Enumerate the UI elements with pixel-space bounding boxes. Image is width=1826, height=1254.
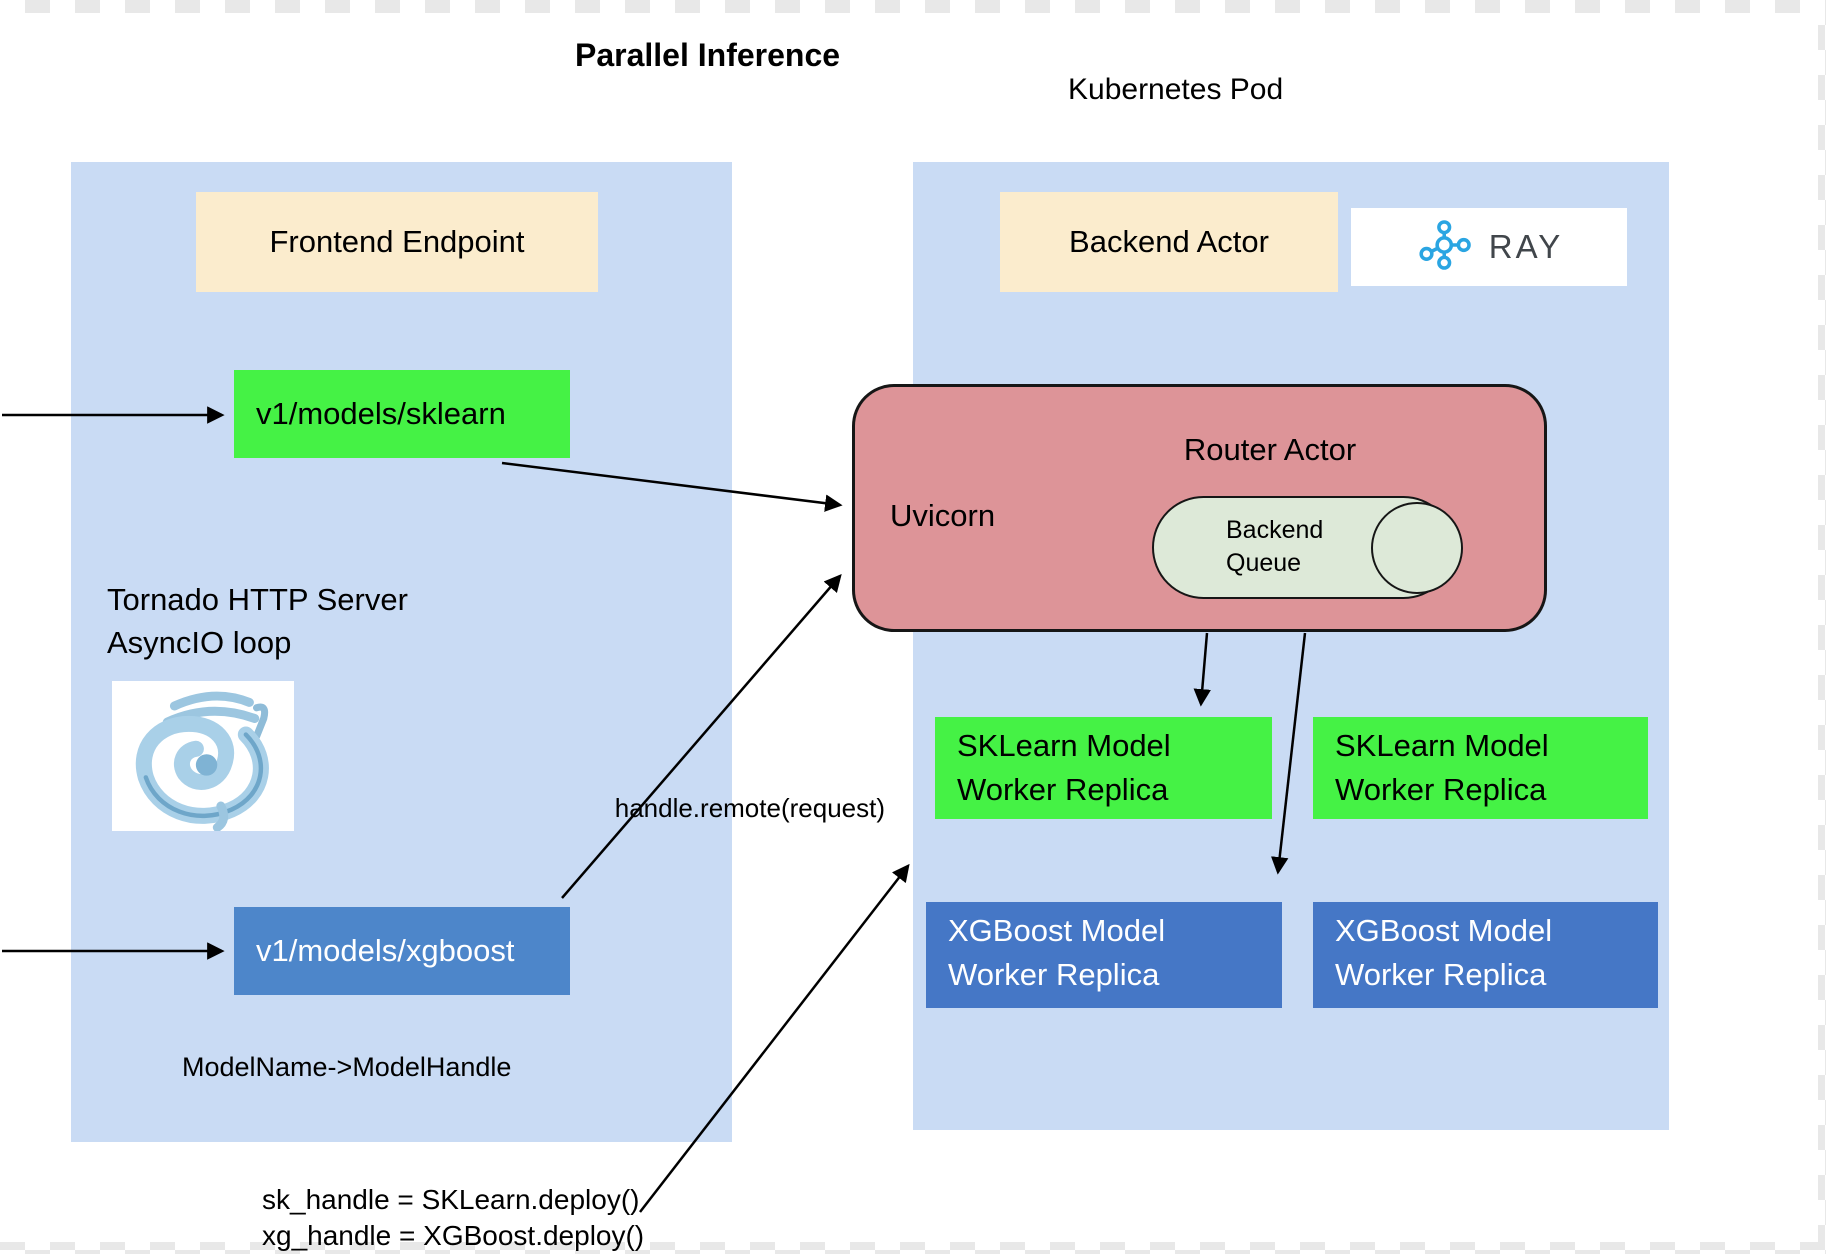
deploy-code-line2: xg_handle = XGBoost.deploy() — [262, 1220, 645, 1251]
sklearn-route-box: v1/models/sklearn — [234, 370, 570, 458]
tornado-server-line2: AsyncIO loop — [107, 625, 292, 660]
worker-line: Worker Replica — [957, 772, 1169, 807]
backend-queue-head-circle — [1371, 502, 1463, 594]
worker-line: Worker Replica — [1335, 772, 1547, 807]
uvicorn-label: Uvicorn — [890, 498, 996, 533]
backend-queue-line2: Queue — [1226, 549, 1302, 577]
ray-icon — [1415, 218, 1477, 277]
worker-line: SKLearn Model — [957, 728, 1171, 763]
worker-line: SKLearn Model — [1335, 728, 1549, 763]
backend-queue-label: Backend Queue — [1226, 514, 1323, 580]
xgboost-route-box: v1/models/xgboost — [234, 907, 570, 995]
diagram-title: Parallel Inference — [575, 37, 841, 73]
ray-logo-box: RAY — [1351, 208, 1627, 286]
worker-line: Worker Replica — [1335, 957, 1547, 992]
backend-queue-line1: Backend — [1226, 516, 1324, 544]
router-actor-title: Router Actor — [1183, 432, 1357, 467]
worker-line: XGBoost Model — [1335, 913, 1553, 948]
sklearn-worker-2: SKLearn Model Worker Replica — [1313, 717, 1648, 819]
tornado-icon — [112, 681, 294, 832]
deploy-code-label: sk_handle = SKLearn.deploy() xg_handle =… — [262, 1182, 644, 1254]
handle-remote-label: handle.remote(request) — [614, 793, 885, 823]
backend-actor-box: Backend Actor — [1000, 192, 1338, 292]
xgboost-worker-1: XGBoost Model Worker Replica — [926, 902, 1282, 1008]
kubernetes-pod-label: Kubernetes Pod — [1068, 73, 1284, 106]
worker-line: XGBoost Model — [948, 913, 1166, 948]
xgboost-worker-2: XGBoost Model Worker Replica — [1313, 902, 1658, 1008]
sklearn-worker-1: SKLearn Model Worker Replica — [935, 717, 1272, 819]
model-map-label: ModelName->ModelHandle — [182, 1052, 512, 1082]
tornado-server-line1: Tornado HTTP Server — [107, 582, 408, 617]
worker-line: Worker Replica — [948, 957, 1160, 992]
deploy-code-line1: sk_handle = SKLearn.deploy() — [262, 1184, 640, 1215]
tornado-server-label: Tornado HTTP Server AsyncIO loop — [107, 578, 408, 664]
frontend-endpoint-box: Frontend Endpoint — [196, 192, 598, 292]
ray-logo-text: RAY — [1488, 228, 1564, 265]
